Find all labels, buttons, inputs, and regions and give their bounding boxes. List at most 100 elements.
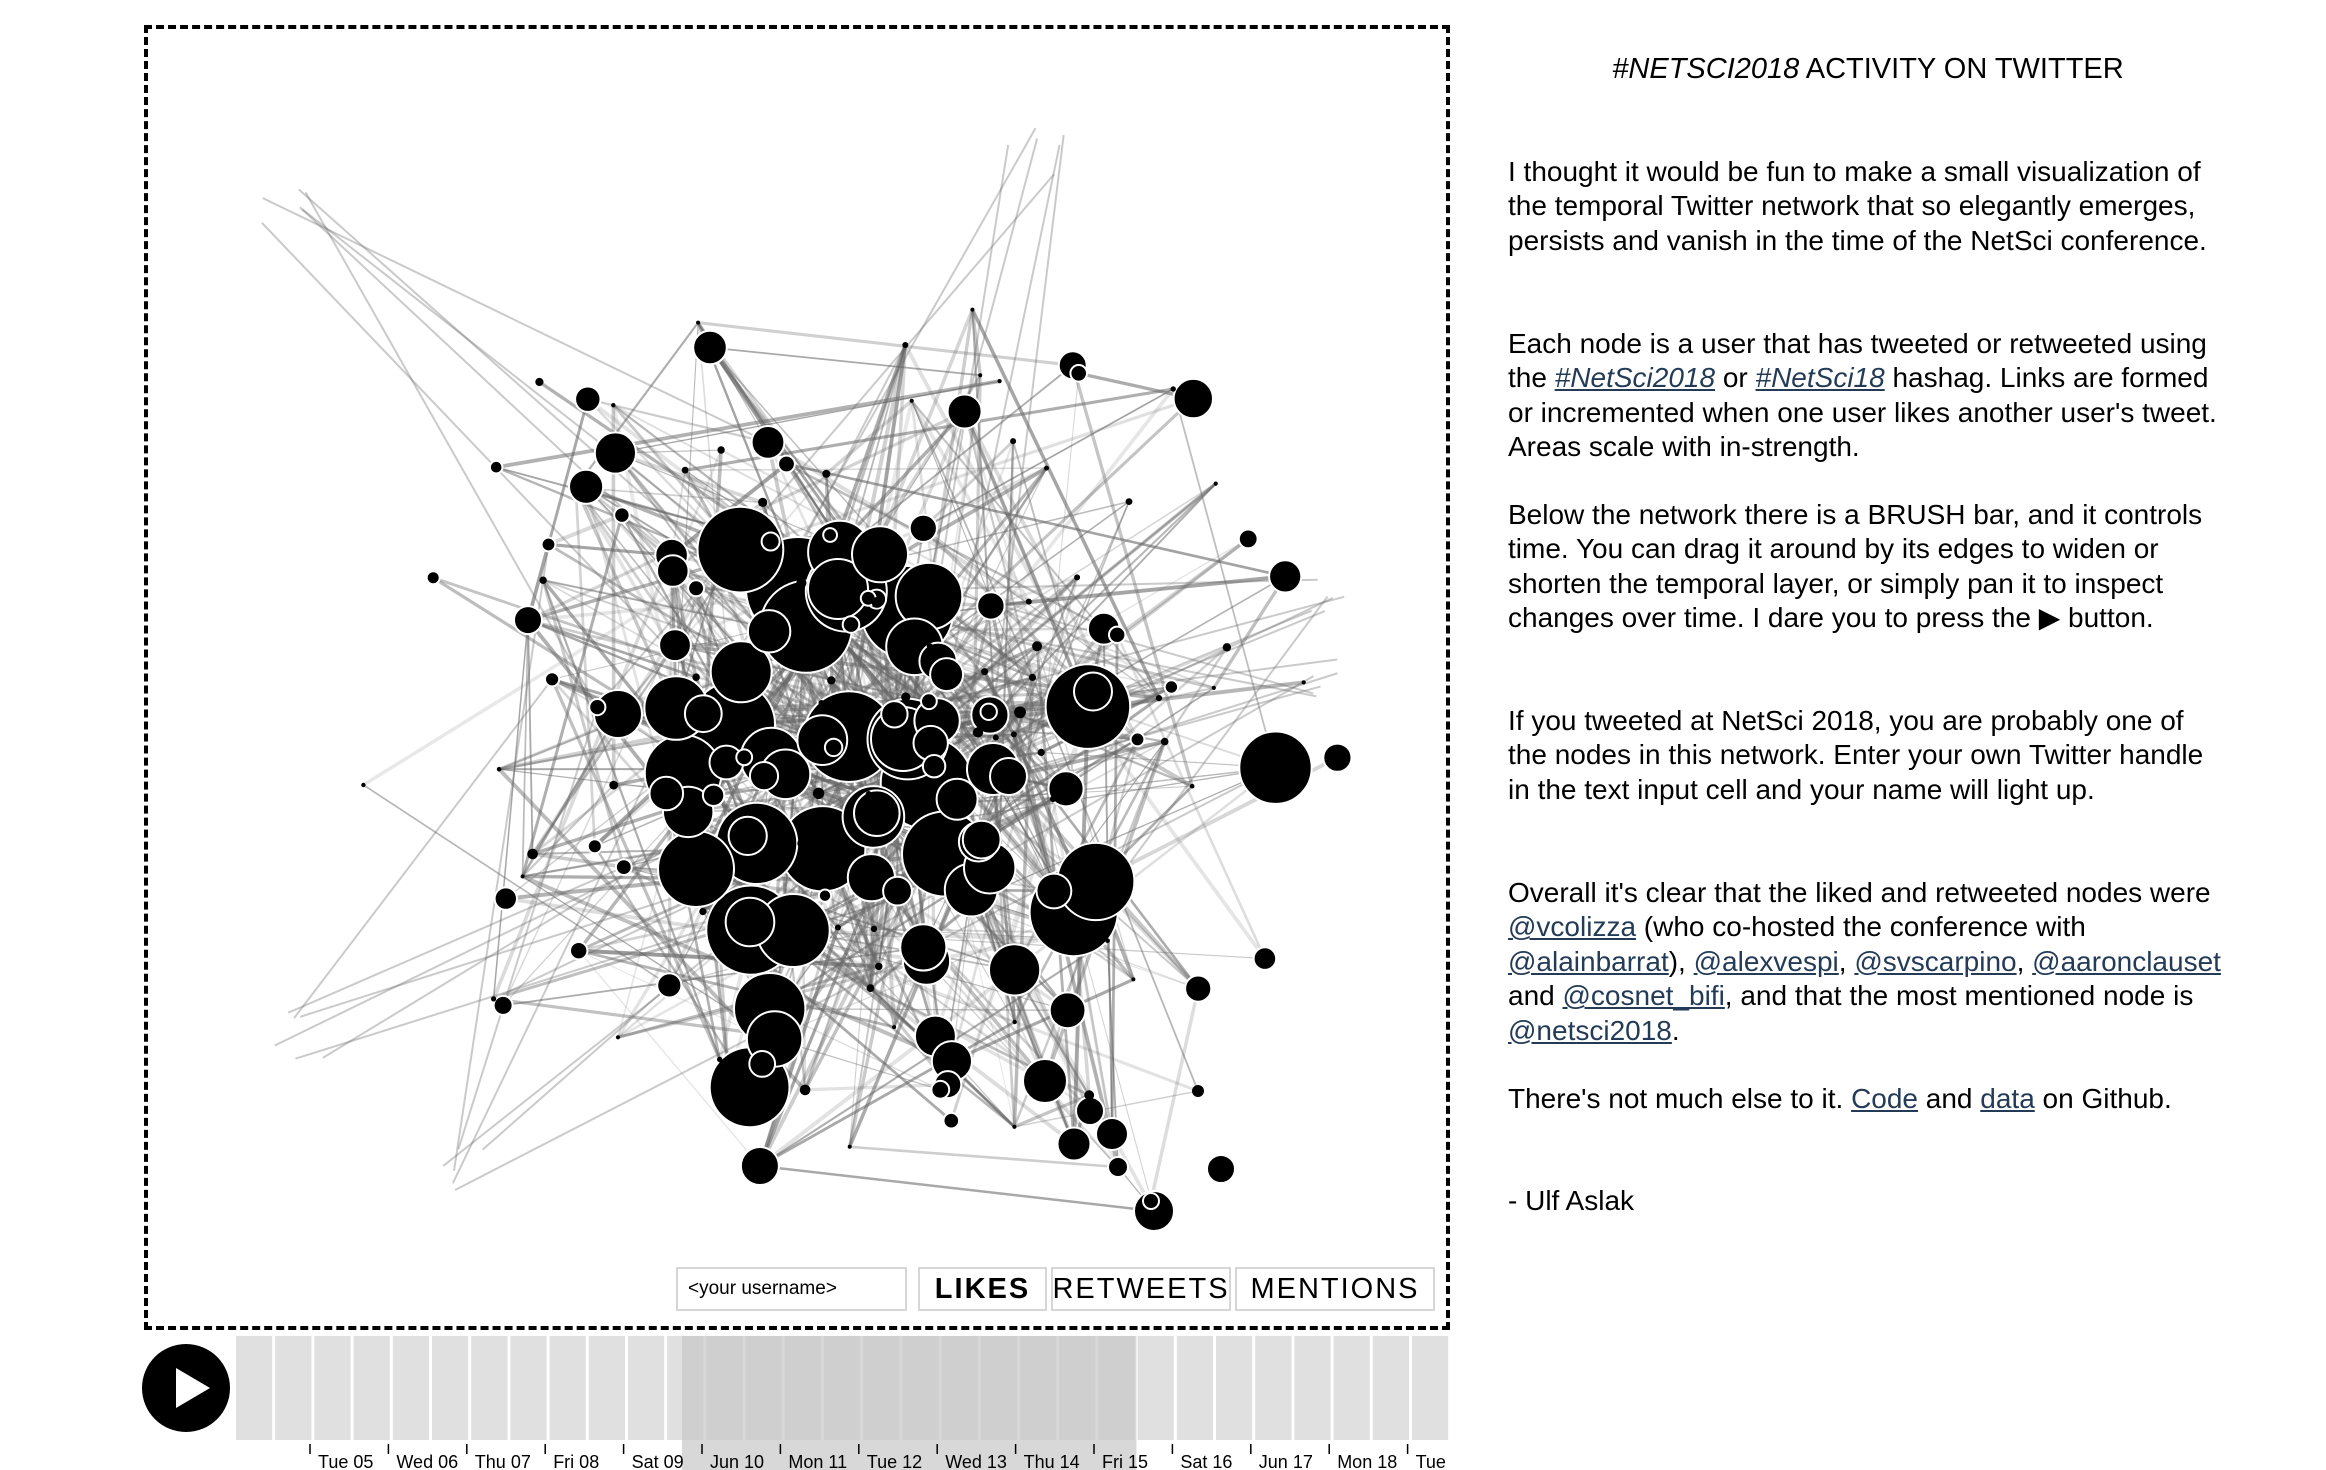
network-node[interactable]: [593, 431, 637, 475]
network-node[interactable]: [892, 554, 900, 562]
network-node[interactable]: [727, 815, 768, 857]
network-node[interactable]: [615, 1035, 621, 1040]
network-node[interactable]: [614, 858, 633, 876]
network-node[interactable]: [1012, 1124, 1017, 1129]
network-node[interactable]: [995, 878, 1002, 885]
network-node[interactable]: [696, 505, 785, 594]
network-node[interactable]: [1155, 695, 1163, 702]
network-node[interactable]: [822, 527, 838, 543]
network-node[interactable]: [797, 838, 807, 849]
network-node[interactable]: [492, 994, 514, 1016]
network-node[interactable]: [1129, 731, 1146, 748]
network-node[interactable]: [1073, 671, 1113, 712]
network-node[interactable]: [1056, 1126, 1092, 1162]
play-button[interactable]: [142, 1344, 230, 1432]
hashtag-link-netsci2018[interactable]: #NetSci2018: [1555, 362, 1715, 393]
network-node[interactable]: [535, 377, 544, 387]
user-link-svscarpino[interactable]: @svscarpino: [1854, 945, 2017, 977]
network-node[interactable]: [1172, 377, 1215, 420]
network-node[interactable]: [880, 700, 909, 729]
network-node[interactable]: [812, 787, 825, 800]
network-node[interactable]: [865, 791, 872, 797]
network-node[interactable]: [1213, 481, 1218, 486]
network-node[interactable]: [796, 577, 807, 589]
network-node[interactable]: [1322, 742, 1353, 773]
network-node[interactable]: [961, 819, 1002, 860]
network-node[interactable]: [717, 560, 724, 567]
user-link-alexvespi[interactable]: @alexvespi: [1693, 945, 1839, 977]
network-node[interactable]: [930, 1079, 951, 1100]
network-node[interactable]: [573, 485, 579, 490]
network-node[interactable]: [970, 307, 975, 312]
network-node[interactable]: [656, 554, 690, 588]
network-node[interactable]: [544, 671, 561, 688]
network-node[interactable]: [657, 830, 735, 908]
network-node[interactable]: [776, 933, 783, 939]
network-node[interactable]: [696, 320, 701, 325]
network-node[interactable]: [1301, 680, 1306, 685]
network-node[interactable]: [750, 425, 786, 460]
network-node[interactable]: [491, 996, 497, 1002]
network-node[interactable]: [871, 597, 883, 608]
user-link-netsci2018[interactable]: @netsci2018: [1508, 1014, 1672, 1046]
user-link-cosnet-bifi[interactable]: @cosnet_bifi: [1562, 980, 1725, 1012]
network-node[interactable]: [1105, 938, 1110, 943]
network-node[interactable]: [648, 775, 685, 812]
network-node[interactable]: [1028, 673, 1037, 682]
network-node[interactable]: [908, 513, 938, 543]
network-node[interactable]: [891, 895, 899, 903]
network-node[interactable]: [1010, 731, 1017, 738]
network-node[interactable]: [609, 780, 619, 790]
network-node[interactable]: [724, 896, 776, 948]
network-node[interactable]: [717, 1056, 723, 1063]
network-node[interactable]: [683, 694, 723, 734]
network-node[interactable]: [709, 640, 773, 704]
network-node[interactable]: [978, 893, 985, 900]
network-node[interactable]: [1170, 386, 1176, 392]
network-node[interactable]: [838, 640, 845, 647]
network-node[interactable]: [1108, 625, 1127, 644]
network-node[interactable]: [853, 789, 901, 838]
network-node[interactable]: [834, 924, 841, 931]
network-node[interactable]: [851, 525, 909, 584]
network-node[interactable]: [929, 657, 965, 693]
network-node[interactable]: [748, 761, 780, 792]
network-node[interactable]: [978, 373, 983, 378]
network-node[interactable]: [1125, 498, 1133, 505]
network-nodes[interactable]: [361, 307, 1353, 1232]
user-link-aaronclauset[interactable]: @aaronclauset: [2032, 945, 2221, 977]
network-node[interactable]: [724, 1071, 734, 1081]
network-node[interactable]: [804, 636, 813, 645]
network-node[interactable]: [841, 615, 861, 634]
username-input[interactable]: [676, 1267, 907, 1311]
data-link[interactable]: data: [1980, 1083, 2035, 1114]
network-node[interactable]: [692, 673, 700, 681]
network-node[interactable]: [488, 459, 504, 475]
network-node[interactable]: [539, 576, 547, 584]
network-node[interactable]: [1044, 465, 1049, 471]
network-node[interactable]: [1074, 574, 1081, 581]
network-node[interactable]: [613, 506, 631, 524]
network-node[interactable]: [798, 649, 806, 656]
network-node[interactable]: [692, 329, 728, 366]
network-node[interactable]: [818, 700, 825, 706]
network-node[interactable]: [875, 818, 882, 826]
network-node[interactable]: [946, 393, 983, 430]
network-node[interactable]: [807, 558, 869, 620]
network-node[interactable]: [1142, 1192, 1160, 1210]
network-node[interactable]: [751, 1030, 756, 1036]
network-node[interactable]: [827, 676, 836, 685]
network-node[interactable]: [822, 469, 831, 478]
likes-button[interactable]: LIKES: [918, 1267, 1047, 1311]
network-node[interactable]: [1069, 364, 1089, 383]
user-link-alainbarrat[interactable]: @alainbarrat: [1508, 945, 1669, 977]
network-node[interactable]: [1206, 1154, 1236, 1184]
network-node[interactable]: [687, 579, 706, 598]
network-node[interactable]: [527, 848, 538, 860]
network-node[interactable]: [817, 888, 833, 903]
network-node[interactable]: [1211, 685, 1216, 691]
network-node[interactable]: [568, 468, 605, 505]
network-node[interactable]: [748, 1050, 777, 1078]
network-node[interactable]: [1238, 730, 1313, 805]
